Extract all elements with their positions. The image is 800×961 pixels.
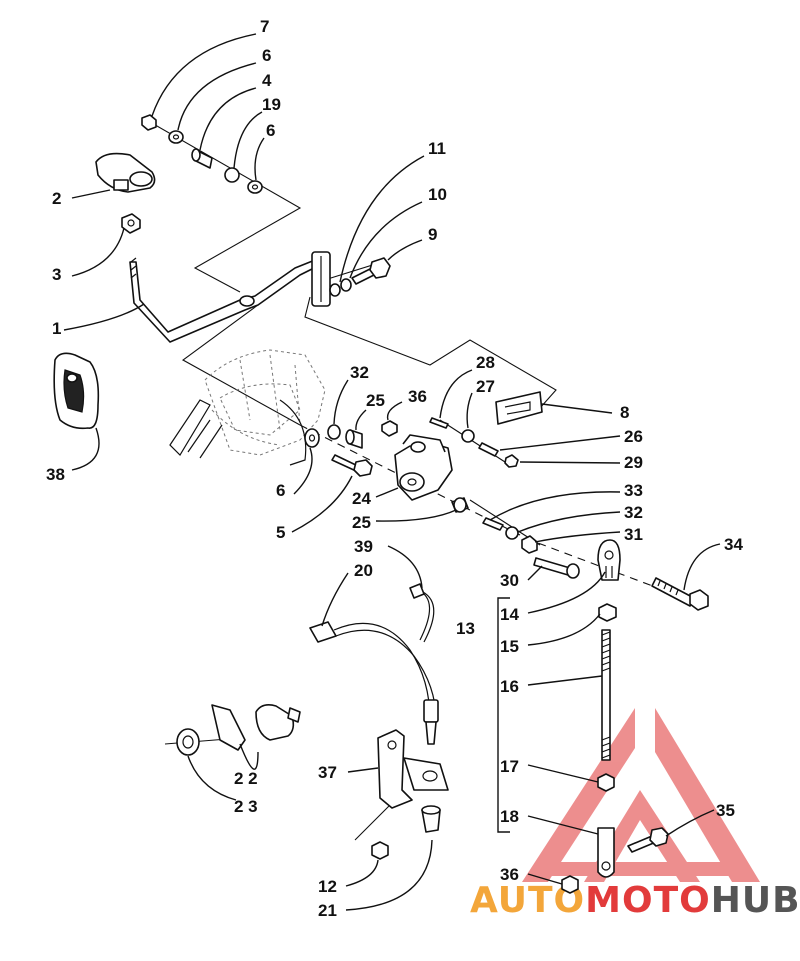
callout-21: 21 [318,901,337,920]
bolt-30 [533,557,580,579]
callout-15: 15 [500,637,519,656]
callout-9: 9 [428,225,437,244]
plunger-21 [421,805,441,833]
callout-4: 4 [262,71,272,90]
callout-34: 34 [724,535,743,554]
callout-16: 16 [500,677,519,696]
bracket-13 [497,597,510,833]
svg-text:AUTOMOTOHUB: AUTOMOTOHUB [470,880,800,921]
callout-7: 7 [260,17,269,36]
callout-23: 2 3 [234,797,258,816]
watermark-logo [522,708,760,882]
callout-6: 6 [276,481,285,500]
spacer-19 [224,167,240,183]
bolt-9-group [329,257,391,297]
nut-23 [176,728,200,756]
callout-32: 32 [350,363,369,382]
brake-lever-arm [129,251,331,343]
callout-3: 3 [52,265,61,284]
nut-12 [371,841,389,860]
rod-assembly-13 [597,539,621,878]
cable-harness-20 [309,621,439,745]
callout-6: 6 [266,121,275,140]
bolt-35 [561,827,669,894]
bracket-37 [377,729,449,809]
adjuster-hardware [429,391,543,468]
callout-38: 38 [46,465,65,484]
pivot-hardware-right [451,497,538,554]
callout-18: 18 [500,807,519,826]
washer-6a [168,130,184,144]
watermark-text-moto: MOTO [585,880,711,921]
callout-27: 27 [476,377,495,396]
watermark-bar [548,862,738,876]
callout-19: 19 [262,95,281,114]
callout-13: 13 [456,619,475,638]
callout-33: 33 [624,481,643,500]
switch-22 [211,704,301,751]
callout-39: 39 [354,537,373,556]
callout-14: 14 [500,605,519,624]
nut-3 [121,213,141,234]
callout-17: 17 [500,757,519,776]
watermark-text-hub: HUB [711,880,800,921]
callout-6: 6 [262,46,271,65]
callout-24: 24 [352,489,371,508]
callout-36: 36 [408,387,427,406]
pivot-bracket-24 [381,420,453,501]
bolt-34 [651,577,709,611]
callout-25: 25 [366,391,385,410]
frame-background [169,349,326,466]
callout-29: 29 [624,453,643,472]
callout-11: 11 [428,139,446,158]
leader-lines [63,33,721,911]
callout-2: 2 [52,189,61,208]
callout-1: 1 [52,319,61,338]
cable-tie-39 [409,583,435,643]
callout-28: 28 [476,353,495,372]
watermark-triangle-right [655,708,760,882]
pivot-hardware-left [304,424,373,477]
callout-32: 32 [624,503,643,522]
callout-35: 35 [716,801,735,820]
callout-36: 36 [500,865,519,884]
washer-6b [247,180,263,194]
callout-20: 20 [354,561,373,580]
callout-22: 2 2 [234,769,258,788]
callout-31: 31 [624,525,643,544]
nut-7 [141,114,157,131]
callout-26: 26 [624,427,643,446]
grommet-38 [53,352,100,430]
lever-grip [95,152,156,193]
callout-8: 8 [620,403,629,422]
callout-labels: 7 6 4 19 6 11 10 9 2 3 1 38 28 27 8 26 2… [46,17,743,920]
callout-10: 10 [428,185,447,204]
callout-12: 12 [318,877,337,896]
callout-5: 5 [276,523,285,542]
callout-25: 25 [352,513,371,532]
hardware-stack-top [141,114,263,194]
callout-30: 30 [500,571,519,590]
callout-37: 37 [318,763,337,782]
